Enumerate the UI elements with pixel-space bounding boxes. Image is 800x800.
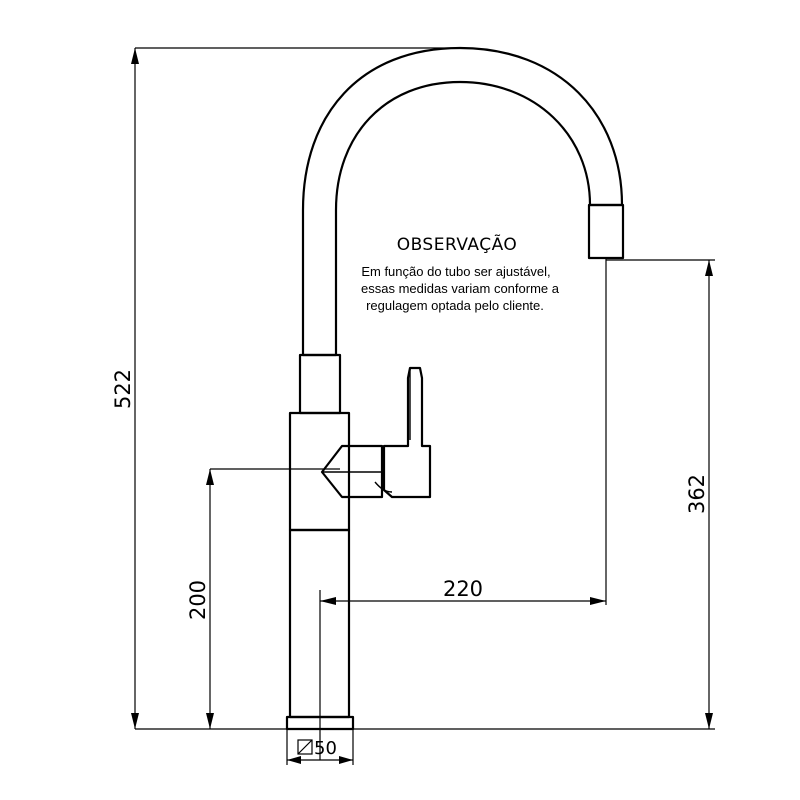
observation-line-3: regulagem optada pelo cliente. [366,298,544,313]
dimension-lines [134,47,715,765]
square-size-icon [297,739,313,755]
handle-lever [382,366,432,499]
dim-spout-reach: 220 [443,577,483,601]
dimension-arrows [131,48,713,764]
spout-nozzle [587,203,625,260]
dim-spout-height: 362 [685,474,709,514]
dim-total-height: 522 [111,369,135,409]
dim-base-size: 50 [314,738,337,759]
observation-line-1: Em função do tubo ser ajustável, [361,264,550,279]
observation-title: OBSERVAÇÃO [397,233,518,255]
observation-line-2: essas medidas variam conforme a [361,281,560,296]
upper-collar [298,353,342,415]
faucet-outline [285,46,625,731]
dim-handle-height: 200 [186,580,210,620]
